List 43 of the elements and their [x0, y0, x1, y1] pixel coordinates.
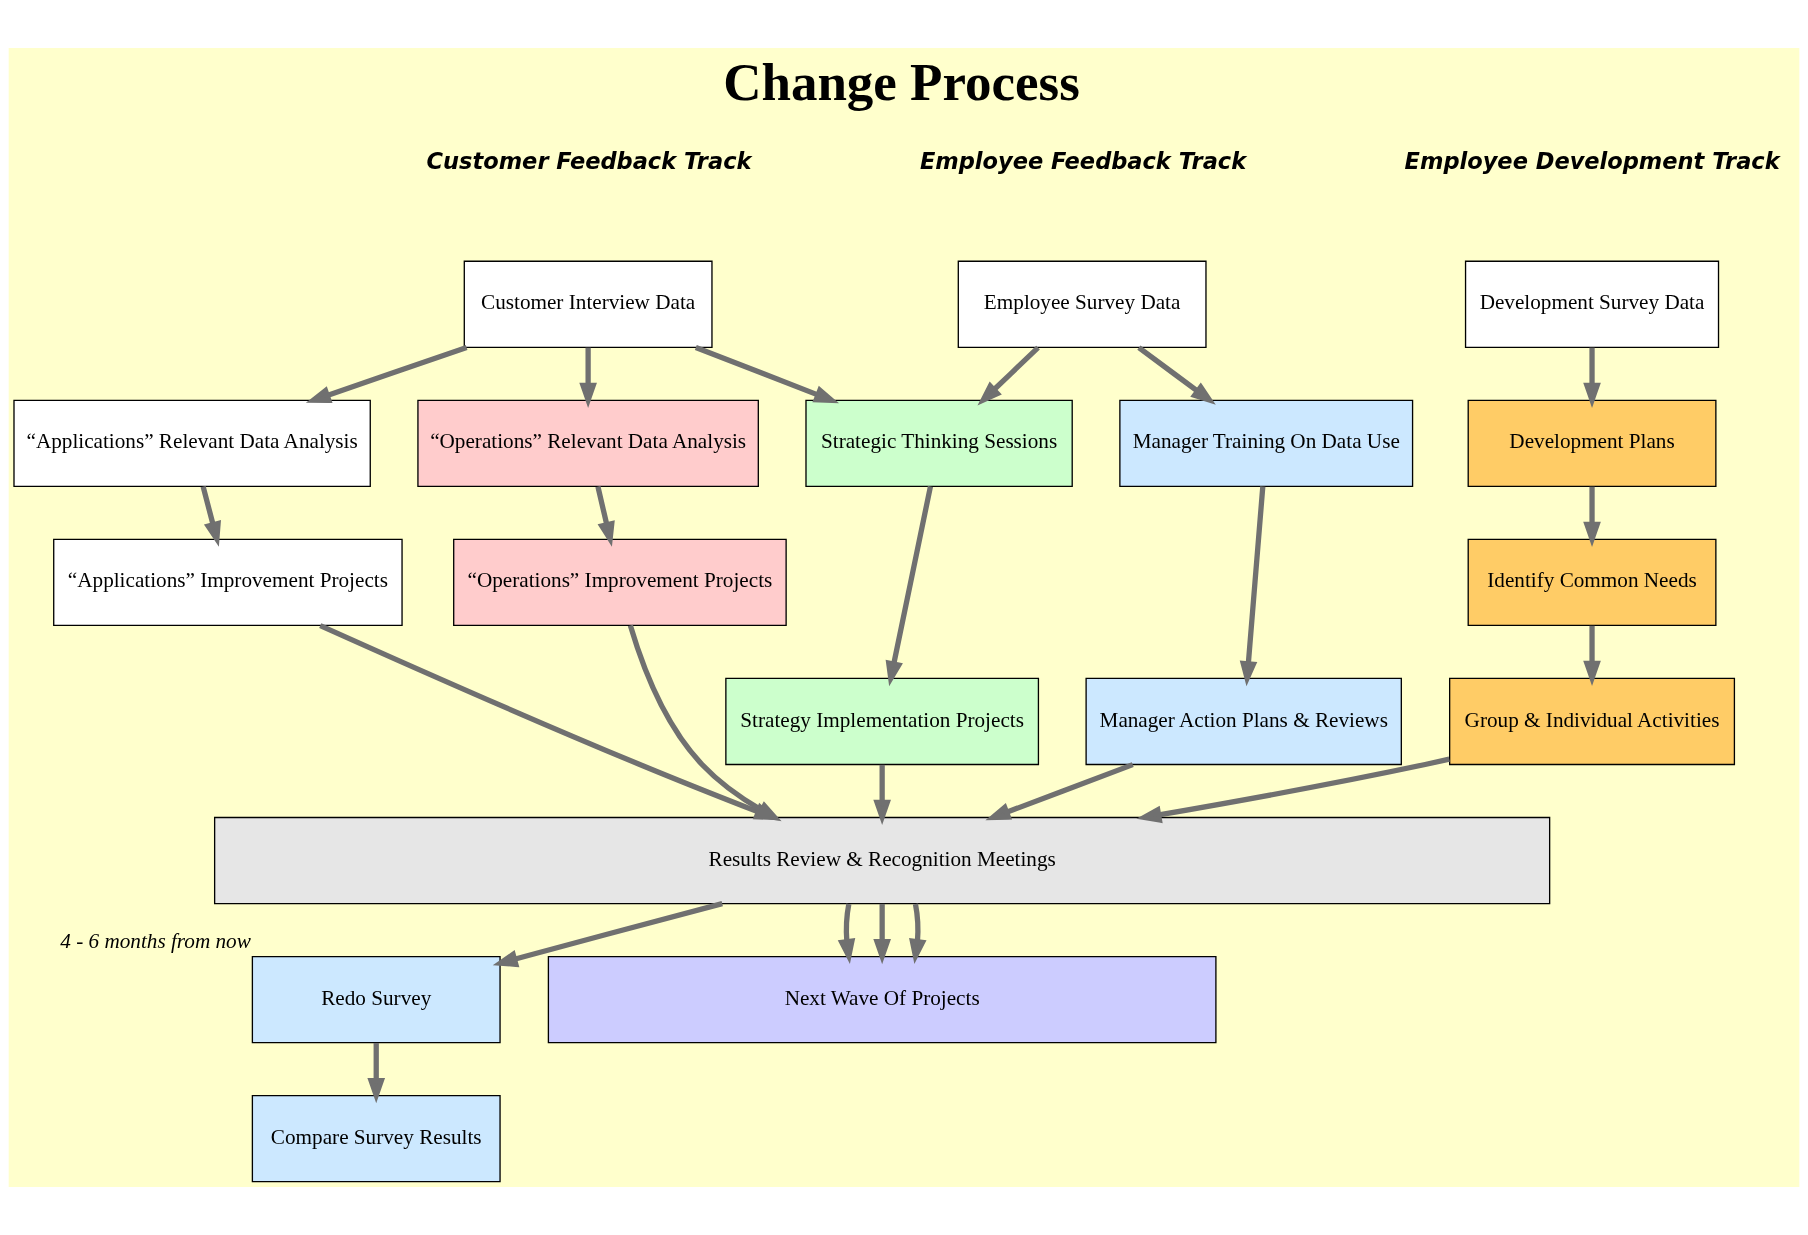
- arrow: [977, 345, 1040, 406]
- arrow: [909, 903, 927, 965]
- node-box: Group & Individual Activities: [1449, 677, 1736, 766]
- arrow: [985, 762, 1134, 821]
- arrow: [1583, 625, 1601, 687]
- arrow: [837, 903, 856, 965]
- label: Employee Development Track: [1404, 148, 1780, 175]
- arrow: [1137, 345, 1216, 405]
- node-box: Customer Interview Data: [463, 260, 713, 348]
- label: Employee Feedback Track: [919, 148, 1247, 175]
- arrow: [873, 764, 891, 826]
- arrow: [492, 901, 723, 968]
- arrow: [200, 486, 221, 547]
- node-box: “Operations” Relevant Data Analysis: [417, 399, 759, 488]
- node-box: Redo Survey: [251, 955, 501, 1044]
- node-box: Manager Action Plans & Reviews: [1085, 677, 1402, 766]
- node-box: Identify Common Needs: [1467, 538, 1717, 627]
- node-box: Compare Survey Results: [251, 1094, 501, 1183]
- node-label: 4 - 6 months from now: [60, 929, 251, 954]
- node-box: Next Wave Of Projects: [547, 955, 1217, 1044]
- node-box: Development Survey Data: [1464, 260, 1720, 348]
- arrow: [885, 485, 934, 687]
- arrow: [595, 486, 615, 547]
- arrow: [1136, 756, 1450, 824]
- label: Customer Feedback Track: [426, 148, 752, 175]
- node-box: “Applications” Improvement Projects: [53, 538, 403, 627]
- arrow: [305, 344, 468, 403]
- node-box: Manager Training On Data Use: [1119, 399, 1414, 488]
- node-box: Results Review & Recognition Meetings: [214, 816, 1551, 905]
- node-box: Strategic Thinking Sessions: [805, 399, 1073, 488]
- arrow: [1239, 486, 1266, 687]
- node-box: Employee Survey Data: [957, 260, 1207, 348]
- node-box: Development Plans: [1467, 399, 1717, 488]
- arrow: [579, 347, 597, 408]
- arrow: [873, 903, 891, 965]
- arrow: [1583, 347, 1601, 408]
- node-box: Strategy Implementation Projects: [725, 677, 1040, 766]
- arrow: [1583, 486, 1601, 547]
- diagram-title: Change Process: [723, 52, 1080, 111]
- node-box: “Applications” Relevant Data Analysis: [13, 399, 371, 488]
- node-box: “Operations” Improvement Projects: [453, 538, 787, 627]
- arrow: [367, 1042, 386, 1104]
- arrow: [694, 344, 840, 404]
